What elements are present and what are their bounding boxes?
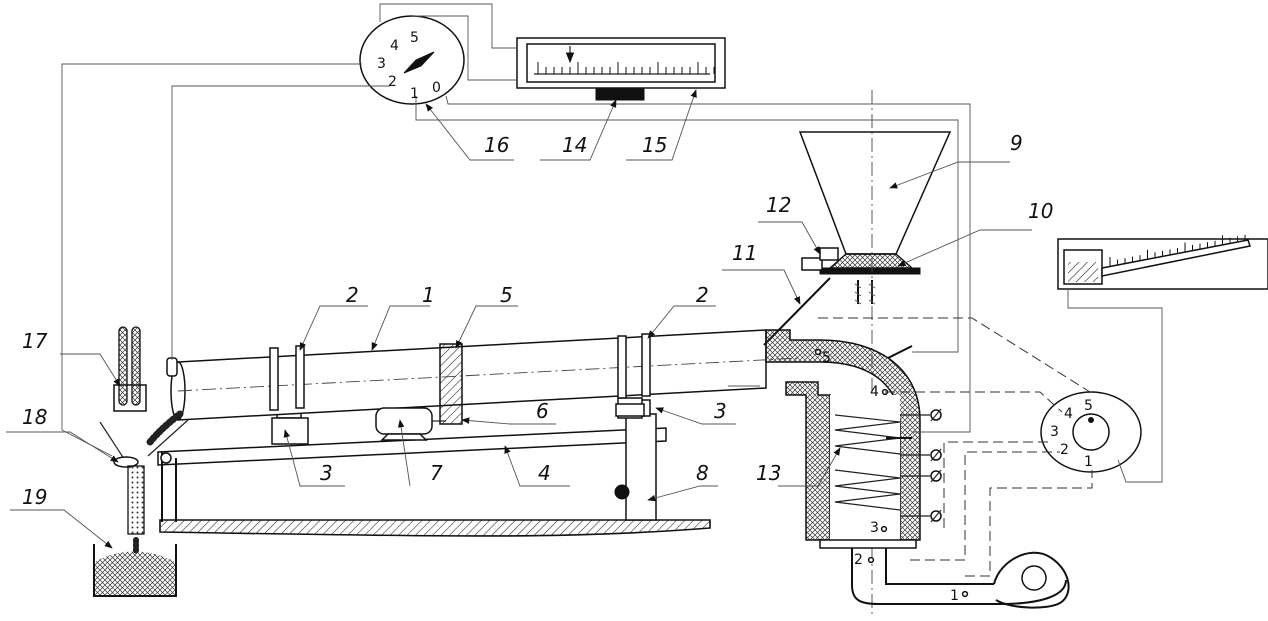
callout-16: 16 (484, 133, 509, 157)
callout-7: 7 (430, 461, 443, 485)
air-duct (851, 548, 1067, 605)
callout-18: 18 (22, 405, 47, 429)
switch-right-positions: 1 2 3 4 5 (1050, 398, 1093, 470)
rotary-switch-left (359, 15, 465, 105)
tc-label-2: 2 (854, 552, 863, 568)
callout-14: 14 (562, 133, 587, 157)
millivoltmeter (516, 37, 726, 101)
switch-left-pos-3: 3 (377, 56, 386, 72)
callout-15: 15 (642, 133, 667, 157)
switch-left-pos-5: 5 (410, 30, 419, 46)
callout-numbers: 1 2 2 3 3 4 5 6 7 8 9 10 11 12 13 14 15 … (22, 131, 1053, 509)
switch-right-pos-3: 3 (1050, 424, 1059, 440)
switch-right-pos-5: 5 (1084, 398, 1093, 414)
callout-17: 17 (22, 329, 48, 353)
wiring-dashed (818, 317, 1093, 577)
switch-right-pos-2: 2 (1060, 442, 1069, 458)
callout-leaders (6, 89, 1032, 549)
switch-right-pos-1: 1 (1084, 454, 1093, 470)
callout-2-left: 2 (346, 283, 359, 307)
callout-5: 5 (500, 283, 513, 307)
callout-10: 10 (1028, 199, 1053, 223)
thermocouple-labels: 1 2 3 4 5 (822, 350, 959, 604)
callout-4: 4 (538, 461, 551, 485)
feed-hopper (798, 131, 952, 305)
discharge-chute (99, 410, 189, 555)
callout-3-right: 3 (714, 399, 727, 423)
support-roller-right (615, 397, 645, 419)
callout-11: 11 (732, 241, 757, 265)
switch-left-pos-0: 0 (432, 80, 441, 96)
switch-left-pos-1: 1 (410, 86, 419, 102)
rotary-switch-right (1040, 391, 1142, 473)
tc-label-5: 5 (822, 350, 831, 366)
air-heater (765, 329, 942, 549)
callout-13: 13 (756, 461, 781, 485)
tc-label-1: 1 (950, 588, 959, 604)
tc-label-3: 3 (870, 520, 879, 536)
switch-left-positions: 0 1 2 3 4 5 (377, 30, 441, 102)
callout-8: 8 (696, 461, 709, 485)
rotary-drum (166, 329, 801, 425)
callout-1: 1 (422, 283, 435, 307)
potentiometer-right (1057, 234, 1268, 290)
drive-motor (375, 407, 446, 441)
product-container (93, 544, 177, 597)
tc-label-4: 4 (870, 384, 879, 400)
callout-9: 9 (1010, 131, 1023, 155)
blower-fan (993, 551, 1070, 609)
heater-terminals (930, 408, 942, 523)
support-frame (157, 427, 667, 522)
thermometer (113, 326, 147, 412)
callout-12: 12 (766, 193, 791, 217)
switch-left-pos-4: 4 (390, 38, 399, 54)
switch-left-pos-2: 2 (388, 74, 397, 90)
callout-19: 19 (22, 485, 47, 509)
callout-6: 6 (536, 399, 549, 423)
switch-right-pos-4: 4 (1064, 406, 1073, 422)
callout-3-left: 3 (320, 461, 333, 485)
foundation (159, 519, 711, 537)
callout-2-right: 2 (696, 283, 709, 307)
